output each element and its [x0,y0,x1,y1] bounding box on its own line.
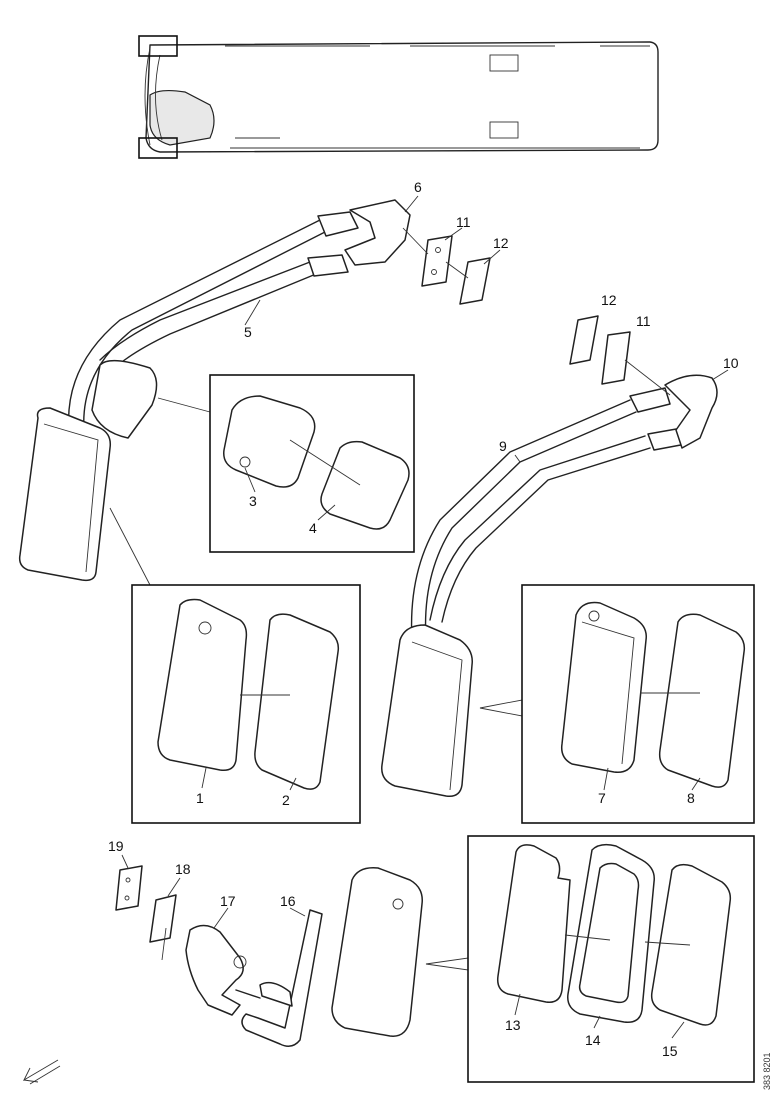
label-leaders [121,195,729,1039]
label-9: 9 [499,438,507,454]
label-7: 7 [598,790,606,806]
label-11-right: 11 [636,313,651,329]
detail-box-close-proximity [467,835,755,1083]
detail-box-wide-angle [209,374,415,553]
label-4: 4 [309,520,317,536]
label-18: 18 [175,861,191,877]
part-labels: 1 2 3 4 5 6 7 8 9 10 11 12 11 12 13 14 1… [108,179,772,1090]
left-mirror-assembly [18,199,491,586]
label-16: 16 [280,893,296,909]
label-19: 19 [108,838,124,854]
label-11-left: 11 [456,214,471,230]
label-8: 8 [687,790,695,806]
label-2: 2 [282,792,290,808]
vehicle-overview [138,35,659,159]
bottom-mirror-assembly [115,865,469,1047]
label-12-left: 12 [493,235,509,251]
detail-box-main-mirror-left [131,584,361,824]
label-13: 13 [505,1017,521,1033]
label-1: 1 [196,790,204,806]
detail-box-main-mirror-right [521,584,755,824]
label-6: 6 [414,179,422,195]
front-direction-arrow-icon [22,1059,61,1085]
label-5: 5 [244,324,252,340]
right-mirror-assembly [381,315,718,798]
mirror-location-box-bottom [138,137,178,159]
figure-code: 383 8201 [762,1052,772,1090]
mirror-location-box-top [138,35,178,57]
label-10: 10 [723,355,739,371]
label-12-right: 12 [601,292,617,308]
label-14: 14 [585,1032,601,1048]
label-17: 17 [220,893,236,909]
label-15: 15 [662,1043,678,1059]
label-3: 3 [249,493,257,509]
